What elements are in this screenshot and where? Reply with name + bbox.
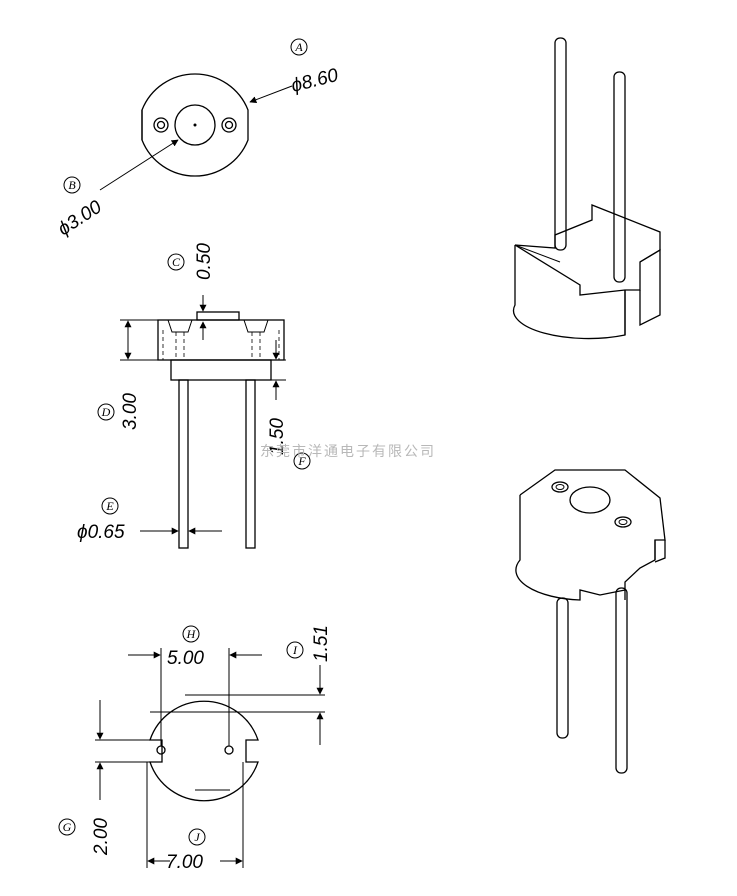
svg-text:H: H: [186, 627, 197, 641]
callout-j: J: [188, 828, 206, 846]
callout-f: F: [293, 452, 311, 470]
top-view: [99, 73, 293, 191]
watermark-text: 东莞市洋通电子有限公司: [260, 443, 436, 460]
dim-g-value: 2.00: [91, 818, 112, 856]
svg-text:F: F: [297, 454, 306, 468]
svg-text:G: G: [63, 820, 72, 834]
callout-c: C: [167, 253, 185, 271]
side-view: [120, 295, 286, 549]
dim-e-value: ϕ0.65: [77, 522, 125, 543]
callout-b: B: [63, 176, 81, 194]
callout-a: A: [290, 38, 308, 56]
dim-i-value: 1.51: [311, 625, 332, 662]
svg-text:E: E: [105, 499, 114, 513]
dim-f-value: 1.50: [267, 418, 288, 455]
callout-g: G: [58, 818, 76, 836]
callout-h: H: [182, 625, 200, 643]
callout-e: E: [101, 497, 119, 515]
svg-text:D: D: [101, 405, 111, 419]
svg-text:A: A: [294, 40, 303, 54]
callout-d: D: [97, 403, 115, 421]
isometric-view-pins-up: [512, 37, 661, 340]
svg-text:C: C: [172, 255, 181, 269]
dim-b-value: ϕ3.00: [54, 196, 106, 240]
callout-i: I: [286, 641, 304, 659]
dim-j-value: 7.00: [166, 852, 203, 873]
bottom-view: [95, 648, 325, 868]
svg-text:J: J: [194, 830, 200, 844]
dim-c-value: 0.50: [194, 243, 215, 280]
svg-text:I: I: [292, 643, 298, 657]
dim-h-value: 5.00: [167, 648, 204, 669]
svg-text:B: B: [68, 178, 76, 192]
dim-a-value: ϕ8.60: [289, 65, 341, 97]
dim-d-value: 3.00: [120, 393, 141, 430]
isometric-view-pins-down: [515, 469, 666, 774]
